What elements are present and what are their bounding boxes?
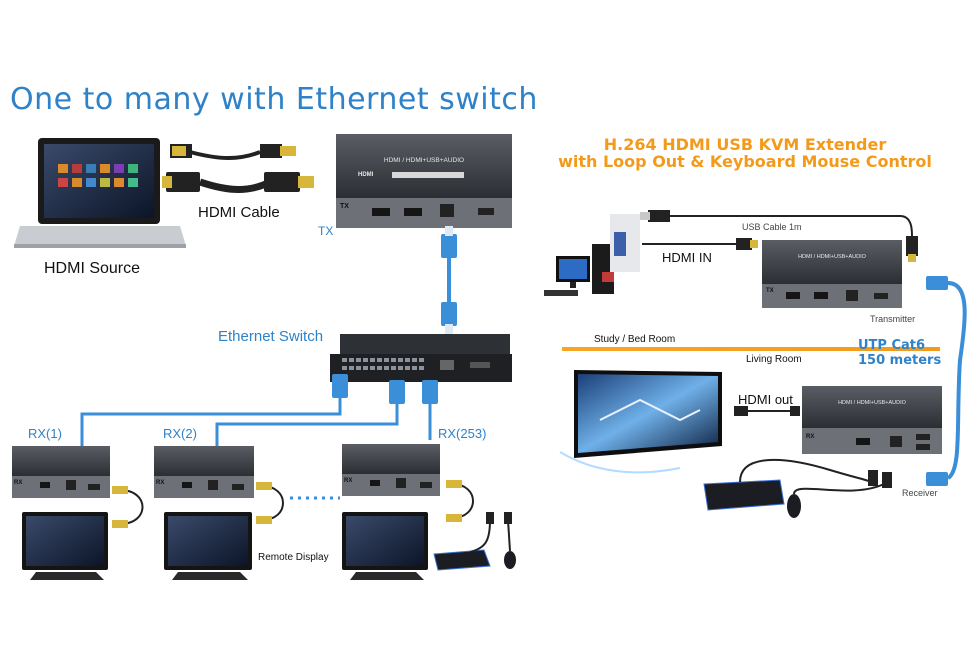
receiver-label: Receiver (902, 488, 938, 498)
utp-cat6-line1: UTP Cat6 (858, 338, 926, 353)
ethernet-switch-label: Ethernet Switch (218, 328, 324, 345)
rx2-label: RX(2) (163, 426, 197, 441)
rx1-label: RX(1) (28, 426, 62, 441)
network-lines (80, 396, 432, 446)
rx253-box-label: RX (344, 478, 352, 484)
product-title-line1: H.264 HDMI USB KVM Extender (603, 135, 887, 154)
tx-brand-text: HDMI (358, 172, 374, 178)
hdmi-out-cable-icon (734, 406, 800, 416)
remote-display-253-icon (342, 512, 428, 580)
utp-cat6-line2: 150 meters (858, 353, 942, 368)
tx-box-label: TX (340, 203, 349, 210)
product-title-line2: with Loop Out & Keyboard Mouse Control (558, 152, 932, 171)
usb-cable-icon (640, 210, 918, 262)
transmitter-extender-icon: HDMI / HDMI+USB+AUDIO TX (762, 240, 902, 308)
mouse-icon (787, 494, 801, 518)
hdmi-cable-label: HDMI Cable (198, 204, 280, 221)
study-room-label: Study / Bed Room (594, 334, 676, 345)
receiver-box-label: RX (806, 434, 814, 440)
remote-display-2-icon (164, 512, 252, 580)
utp-cable-icon (926, 276, 967, 486)
room-divider-line (562, 347, 940, 351)
hdmi-in-cable-icon (642, 238, 758, 250)
source-pc-icon (544, 214, 640, 296)
remote-display-label: Remote Display (258, 552, 329, 563)
usb-plug-icon (882, 472, 892, 488)
receiver-model-text: HDMI / HDMI+USB+AUDIO (838, 400, 907, 406)
remote-keyboard-mouse-icon (433, 512, 516, 571)
tx-model-text: HDMI / HDMI+USB+AUDIO (384, 157, 464, 164)
rx253-label: RX(253) (438, 426, 487, 441)
transmitter-model-text: HDMI / HDMI+USB+AUDIO (798, 254, 867, 260)
transmitter-label: Transmitter (870, 314, 916, 324)
ethernet-switch-icon (330, 334, 512, 382)
rx2-box-label: RX (156, 480, 164, 486)
diagram-title: One to many with Ethernet switch (10, 82, 538, 117)
ethernet-cable-icon (441, 226, 457, 334)
rx253-extender-icon: RX (342, 444, 440, 496)
laptop-icon (14, 138, 186, 248)
switch-plug-icons (332, 374, 438, 404)
usb-cable-label: USB Cable 1m (742, 222, 802, 232)
tx-extender-icon: HDMI / HDMI+USB+AUDIO HDMI TX (336, 134, 512, 228)
utp-cat6-label: UTP Cat6 150 meters (858, 338, 941, 368)
keyboard-icon (703, 479, 785, 511)
tv-display-icon (559, 370, 722, 474)
remote-display-1-icon (22, 512, 108, 580)
receiver-extender-icon: HDMI / HDMI+USB+AUDIO RX (802, 386, 942, 454)
usb-plug-icon (868, 470, 878, 486)
hdmi-in-label: HDMI IN (662, 250, 712, 265)
rx2-extender-icon: RX (154, 446, 254, 498)
transmitter-box-label: TX (766, 288, 774, 294)
hdmi-out-label: HDMI out (738, 392, 793, 407)
rx1-extender-icon: RX (12, 446, 110, 498)
rx-hdmi-plugs (112, 480, 462, 528)
hdmi-source-label: HDMI Source (44, 260, 141, 277)
rx1-box-label: RX (14, 480, 22, 486)
hdmi-cable-icon (162, 144, 314, 193)
tx-label: TX (318, 224, 334, 238)
living-room-label: Living Room (746, 354, 802, 365)
